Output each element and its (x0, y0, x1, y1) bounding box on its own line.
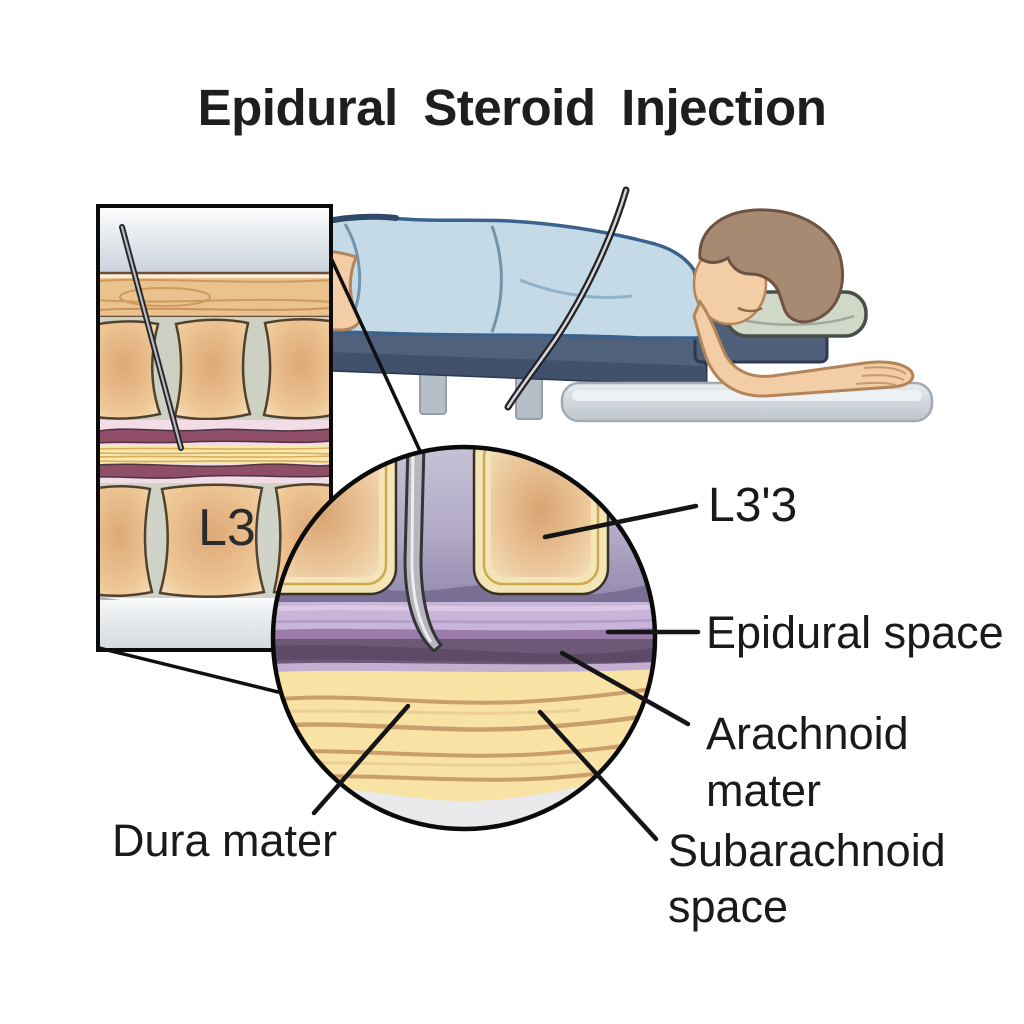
label-dura-mater: Dura mater (112, 815, 337, 866)
label-l3: L3'3 (708, 479, 797, 532)
injection-tube (504, 186, 630, 411)
label-arachnoid-mater-line2: mater (706, 765, 821, 816)
leader-line-arachnoid-mater (559, 650, 691, 727)
table-leg (419, 369, 447, 415)
label-epidural-space: Epidural space (706, 607, 1004, 658)
inset-rectangle-border (96, 204, 333, 652)
patient-scene (299, 186, 934, 423)
inset-needle (119, 224, 184, 451)
inset-rectangle: L3 (96, 204, 333, 652)
inset-vertebra-row-lower: L3 (98, 482, 331, 599)
circle-needle (403, 447, 443, 653)
inset-membrane-bands (98, 420, 331, 483)
leader-line-dura-mater (311, 703, 411, 816)
hair (698, 208, 844, 324)
mouth (737, 306, 763, 313)
patient-body (299, 213, 706, 340)
magnifier-connector-lines (97, 256, 422, 694)
label-subarachnoid-space-line2: space (668, 881, 788, 932)
circle-layer-bands (273, 602, 655, 829)
magnifier-circle-border (270, 444, 658, 832)
inset-skin-gradient (98, 206, 331, 276)
patient-head (692, 208, 844, 326)
patient-arm (692, 299, 915, 398)
leader-line-subarachnoid-space (537, 709, 659, 842)
label-arachnoid-mater-line1: Arachnoid (706, 708, 909, 759)
page-title: Epidural Steroid Injection (198, 79, 827, 136)
leader-line-l3 (542, 503, 699, 540)
callouts: L3'3 Epidural space Arachnoid mater Suba… (112, 479, 1004, 932)
circle-vertebra-right (472, 447, 610, 596)
label-subarachnoid-space-line1: Subarachnoid (668, 825, 946, 876)
inset-vertebra-row-upper (98, 317, 331, 422)
inset-vertebra-l3-label: L3 (198, 499, 256, 557)
